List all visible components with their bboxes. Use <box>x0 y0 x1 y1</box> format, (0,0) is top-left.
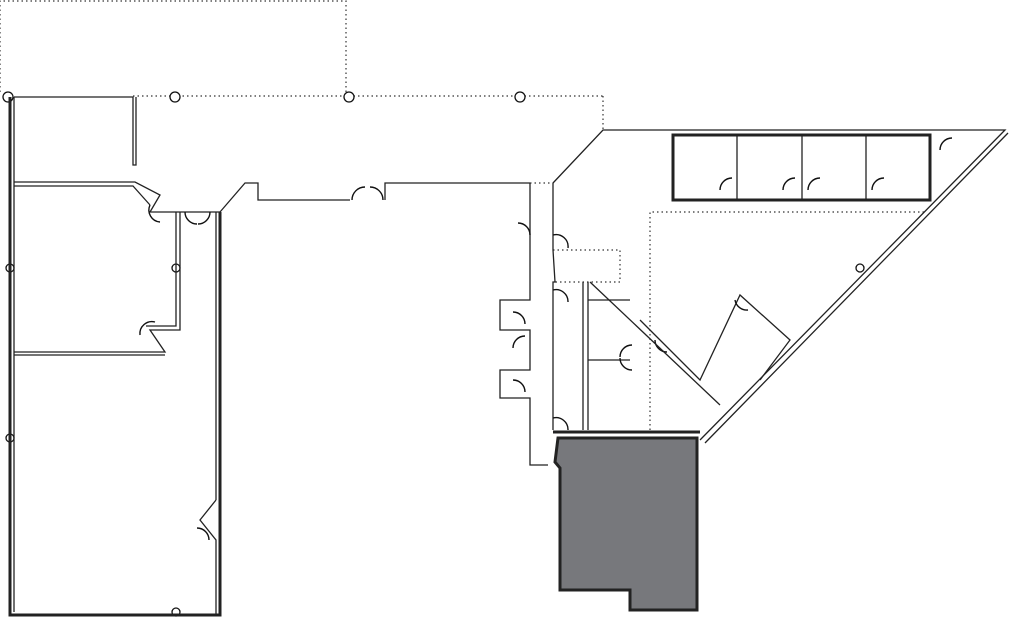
door-icon <box>184 211 211 225</box>
door-icon <box>734 299 749 311</box>
door-icon <box>148 204 161 223</box>
door-icon <box>351 186 384 201</box>
door-icon <box>139 320 156 336</box>
door-icon <box>719 137 953 191</box>
column-icon <box>514 91 526 103</box>
columns <box>2 91 865 617</box>
doors <box>139 186 384 541</box>
column-icon <box>169 91 181 103</box>
central-corridor <box>499 129 1009 466</box>
left-wing <box>8 96 530 617</box>
boundary-lines <box>0 0 925 430</box>
highlighted-suite[interactable] <box>553 436 699 612</box>
offices-top-right <box>589 133 953 406</box>
column-icon <box>855 263 865 273</box>
door-icon <box>196 527 210 541</box>
column-icon <box>343 91 355 103</box>
door-icon <box>512 222 668 431</box>
